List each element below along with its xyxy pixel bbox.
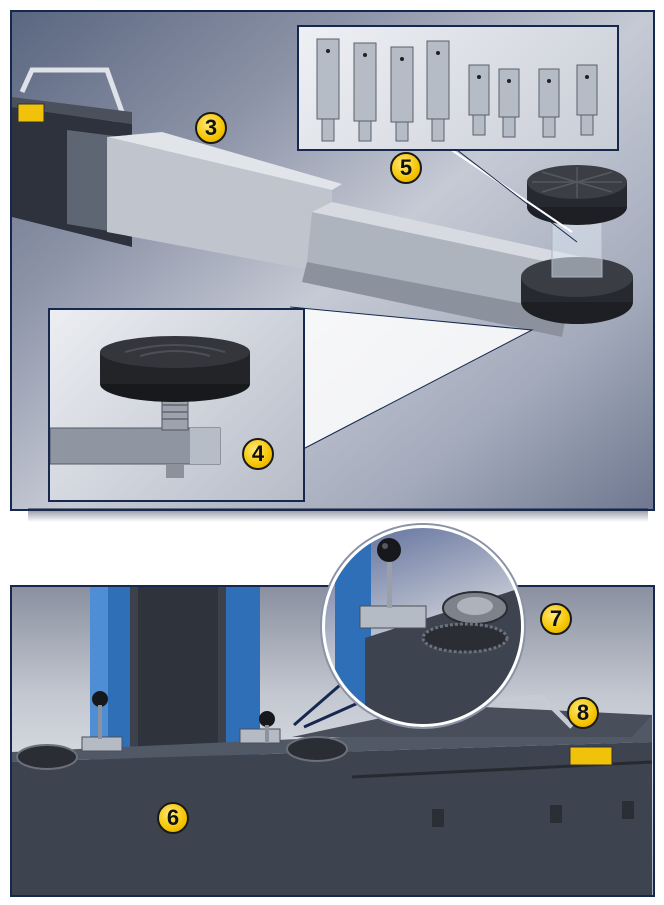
callout-badge-8: 8 (567, 697, 599, 729)
callout-badge-3: 3 (195, 112, 227, 144)
callout-badge-4: 4 (242, 438, 274, 470)
lift-arm (12, 742, 652, 895)
lock-knob-left (92, 691, 108, 707)
callout-badge-7: 7 (540, 603, 572, 635)
warning-label-icon (569, 746, 613, 766)
lock-knob-right (259, 711, 275, 727)
lift-column-illustration (12, 587, 653, 895)
lift-pad-inset (48, 308, 305, 502)
lift-arm-illustration (12, 67, 633, 461)
callout-badge-5: 5 (390, 152, 422, 184)
arm-section-inner (307, 212, 572, 312)
panel-shadow (28, 508, 648, 522)
callout-badge-6: 6 (157, 802, 189, 834)
adapter-sleeves-inset (297, 25, 619, 151)
warning-label-icon (17, 103, 45, 123)
top-photo-panel: 3 5 4 (10, 10, 655, 511)
arm-section-outer (107, 137, 332, 274)
arm-lock-inset (322, 525, 524, 727)
